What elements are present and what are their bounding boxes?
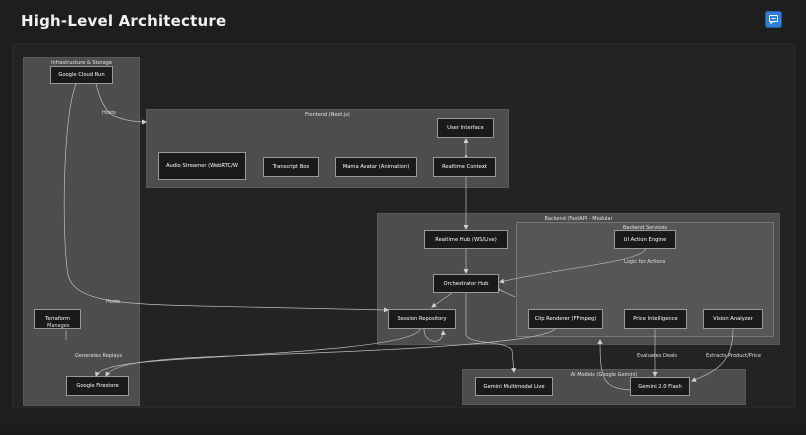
edge-session-firestore [95, 328, 421, 377]
node-firestore[interactable]: Google Firestore [66, 376, 129, 396]
node-ui-action-engine[interactable]: UI Action Engine [614, 230, 676, 249]
edge-session-loop [423, 328, 446, 342]
ai-models-group-label: AI Models (Google Gemini) [570, 372, 638, 378]
edge-clip-firestore [105, 328, 556, 377]
frontend-group-label: Frontend (Next.js) [305, 112, 350, 118]
edge-label-evaluates-deals: Evaluates Deals [637, 353, 678, 359]
node-price-intelligence[interactable]: Price Intelligence [624, 309, 687, 329]
edge-orchestrator-session [431, 292, 453, 308]
node-gemini-flash[interactable]: Gemini 2.0 Flash [630, 377, 690, 396]
chat-icon [769, 15, 778, 25]
edge-uiaction-orchestrator [499, 248, 647, 284]
edge-label-hosts-frontend: Hosts [102, 110, 116, 116]
node-mama-avatar[interactable]: Mama Avatar (Animation) [335, 157, 417, 177]
backend-services-group-label: Backend Services [622, 225, 668, 231]
bottom-bar [0, 431, 806, 435]
node-realtime-context[interactable]: Realtime Context [433, 157, 496, 177]
node-cloud-run[interactable]: Google Cloud Run [50, 66, 113, 84]
page-title: High-Level Architecture [21, 12, 227, 30]
edge-label-hosts-backend: Hosts [106, 299, 120, 305]
node-audio-streamer[interactable]: Audio Streamer (WebRTC/W [158, 152, 246, 180]
edge-label-extracts-product: Extracts Product/Price [706, 353, 761, 359]
edge-cloudrun-frontend [95, 83, 147, 125]
node-gemini-live[interactable]: Gemini Multimodal Live [475, 377, 553, 396]
node-vision-analyzer[interactable]: Vision Analyzer [703, 309, 763, 329]
node-user-interface[interactable]: User Interface [437, 118, 494, 138]
edge-label-manages: Manages [47, 323, 70, 329]
chat-button[interactable] [765, 11, 782, 28]
edge-label-logic-for-actions: Logic for Actions [624, 259, 666, 265]
node-orchestrator-hub[interactable]: Orchestrator Hub [433, 274, 499, 293]
edge-orchestrator-clip [495, 286, 516, 298]
edge-cloudrun-backend [63, 83, 389, 313]
edge-label-generates-replays: Generates Replays [75, 353, 123, 359]
backend-group-label: Backend (FastAPI - Modular [544, 216, 613, 222]
node-realtime-hub[interactable]: Realtime Hub (WS/Live) [424, 230, 508, 249]
node-transcript-box[interactable]: Transcript Box [263, 157, 319, 177]
infra-group-label: Infrastructure & Storage [51, 60, 112, 66]
edge-orchestrator-gemini [463, 289, 517, 373]
node-clip-renderer[interactable]: Clip Renderer (FFmpeg) [528, 309, 603, 329]
edge-vision-gemini [691, 328, 734, 382]
node-session-repository[interactable]: Session Repository [388, 309, 456, 329]
node-terraform[interactable]: Terraform [34, 309, 81, 329]
edge-flash-clip [597, 339, 631, 391]
infra-group: Infrastructure & Storage [23, 57, 140, 406]
